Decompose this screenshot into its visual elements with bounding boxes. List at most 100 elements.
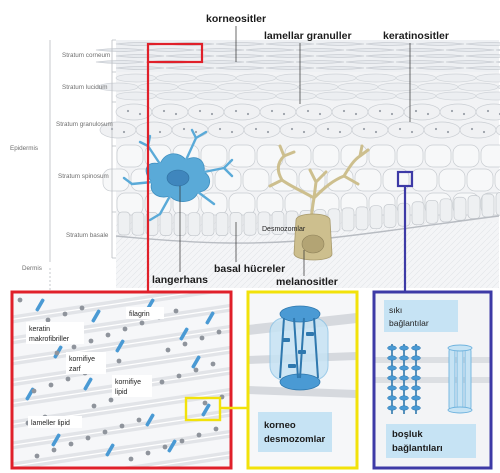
basal-cell (215, 212, 229, 236)
lipid-droplet (136, 417, 142, 423)
label-keratinositler: keratinositler (383, 30, 449, 42)
lamellar-granule (162, 109, 166, 113)
corneodesmosome-rod (205, 311, 215, 325)
lamellar-granule (338, 130, 342, 134)
corneocyte-sheet (195, 48, 245, 52)
lamellar-granule (378, 109, 382, 113)
basal-cell (369, 205, 383, 230)
granulosum-cell (135, 121, 173, 139)
red-inset-frame (10, 290, 233, 470)
tight-junction-protein (411, 345, 421, 351)
lipid-droplet (139, 320, 145, 326)
lucidum-cell (355, 73, 397, 83)
bottom-leader-lines (179, 186, 305, 276)
melanocyte-nucleus (301, 234, 325, 254)
lipid-droplet (85, 435, 91, 441)
lamellar-granule (470, 127, 474, 131)
granulosum-cell (367, 103, 405, 121)
lamellar-granule (318, 112, 322, 116)
granulosum-cell (351, 121, 389, 139)
tight-junction-protein (411, 405, 421, 411)
cadherin-strand (293, 317, 299, 379)
corneocyte-sheet (345, 60, 395, 64)
lamellar-granule (194, 130, 198, 134)
spinosum-cell (312, 144, 340, 168)
lipid-droplet (173, 308, 179, 314)
lamellar-granule (246, 112, 250, 116)
granulosum-cell (331, 103, 369, 121)
spinosum-cell (228, 192, 256, 216)
label-desmozomlar: Desmozomlar (262, 226, 306, 233)
lamellar-granule (486, 109, 490, 113)
lamellar-granule (462, 112, 466, 116)
lipid-droplet (196, 432, 202, 438)
lamellar-granule (450, 109, 454, 113)
granulosum-cell (295, 103, 333, 121)
corneocyte-sheet (315, 66, 365, 70)
corneodesmosome-rod (191, 355, 201, 369)
corneocyte-sheet (165, 66, 215, 70)
inset-stratum-corneum: filagrin keratin makrofibriller kornifiy… (10, 290, 233, 470)
basal-cell (439, 198, 453, 223)
tight-junction-protein (399, 355, 409, 361)
basal-cell (201, 212, 215, 237)
label-kornifiye-zarf-1: kornifiye (69, 356, 95, 363)
corneodesmosome-rod (51, 433, 61, 447)
corneocyte-sheet (465, 42, 500, 46)
siki-label-box (384, 300, 458, 332)
granulosum-cell (403, 103, 441, 121)
corneocyte-sheet (115, 54, 165, 58)
lipid-droplet (199, 335, 205, 341)
lipid-droplet (51, 447, 57, 453)
lamellar-granule (374, 130, 378, 134)
label-melanositler: melanositler (276, 276, 338, 288)
spinosum-cell (424, 144, 452, 168)
bosluk-label-box (386, 424, 476, 458)
lamellar-granule (230, 130, 234, 134)
lucidum-cell (337, 82, 379, 92)
lamellar-granule (290, 127, 294, 131)
spinosum-cell (466, 168, 494, 192)
corneocyte-sheet (215, 42, 265, 46)
corneocyte-sheet (495, 61, 500, 63)
basal-cell (425, 199, 439, 224)
cell-boundary (12, 412, 231, 447)
yellow-inset-frame (246, 290, 359, 470)
lamellar-granule (266, 130, 270, 134)
corneocyte-sheet (465, 66, 500, 70)
granulosum-cell (315, 121, 353, 139)
tight-junction-protein (399, 395, 409, 401)
inset-corneodesmosome: korneo desmozomlar (246, 290, 359, 470)
granulosum-cell (495, 124, 500, 136)
basal-cell (481, 193, 495, 218)
lucidum-cell (235, 91, 277, 101)
spinosum-cell (298, 168, 326, 192)
granulosum-cell (279, 121, 317, 139)
lipid-droplet (128, 456, 134, 462)
lucidum-cell (417, 82, 459, 92)
label-desmozomlar-inset: desmozomlar (264, 434, 326, 445)
corneocyte-sheet (215, 66, 265, 70)
corneocyte-sheet (145, 48, 195, 52)
basal-cell (355, 206, 369, 231)
tight-junction-protein (411, 385, 421, 391)
spinosum-cell (200, 144, 228, 168)
lamellar-granule (198, 109, 202, 113)
lucidum-cell (217, 82, 259, 92)
cadherin-strand (313, 317, 319, 379)
top-leader-lines (235, 26, 411, 122)
lucidum-cell (377, 82, 419, 92)
lucidum-cell (195, 91, 237, 101)
corneocyte-sheet (445, 48, 495, 52)
corneocyte-sheet (265, 66, 315, 70)
label-stratum-spinosum: Stratum spinosum (58, 173, 109, 180)
lucidum-cell (275, 91, 317, 101)
corneocyte-sheet (265, 54, 315, 58)
granulosum-cell (223, 103, 261, 121)
basal-cell (453, 196, 467, 221)
corneocyte-sheet (295, 48, 345, 52)
corneocyte-sheet (295, 60, 345, 64)
spinosum-cell (438, 168, 466, 192)
tight-junction-protein (387, 385, 397, 391)
